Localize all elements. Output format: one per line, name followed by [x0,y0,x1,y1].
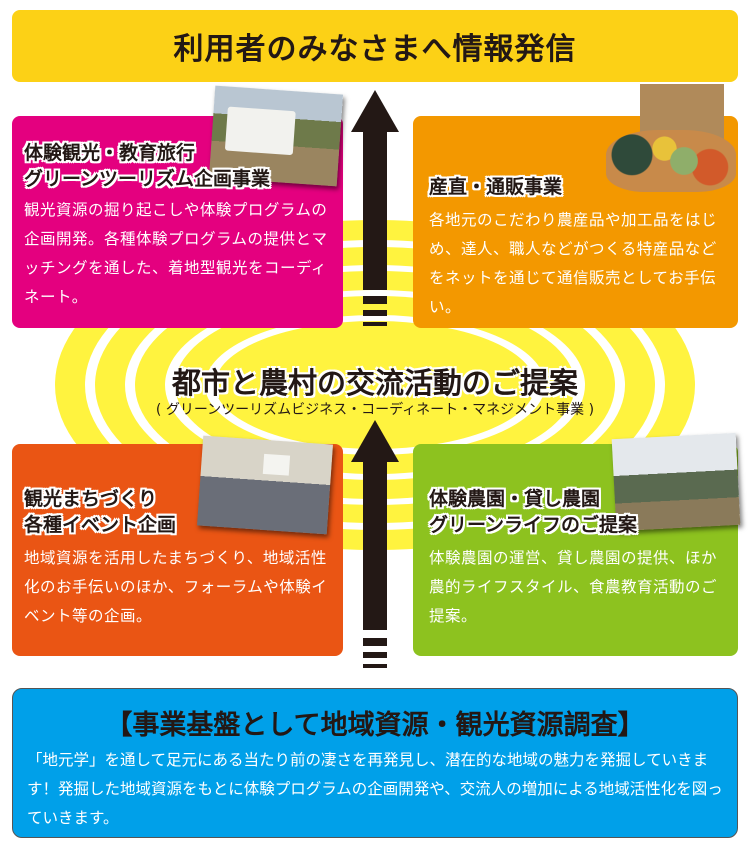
footer-research-box: 【事業基盤として地域資源・観光資源調査】 「地元学」を通して足元にある当たり前の… [12,688,738,838]
box-title: 体験観光・教育旅行 [24,142,196,164]
box-subtitle: 各種イベント企画 [24,514,177,536]
box-title: 体験農園・貸し農園 [429,488,601,510]
box-body: 観光資源の掘り起こしや体験プログラムの企画開発。各種体験プログラムの提供とマッチ… [24,201,328,306]
box-body: 地域資源を活用したまちづくり、地域活性化のお手伝いのほか、フォーラムや体験イベン… [24,549,328,625]
box-tourism-education: 体験観光・教育旅行グリーンツーリズム企画事業 観光資源の掘り起こしや体験プログラ… [12,116,343,328]
center-title: 都市と農村の交流活動のご提案 [171,366,578,400]
banner-title: 利用者のみなさまへ情報発信 [173,32,577,67]
box-subtitle: グリーンツーリズム企画事業 [24,168,271,190]
box-subtitle: グリーンライフのご提案 [429,514,638,536]
box-title: 観光まちづくり [24,488,158,510]
info-banner: 利用者のみなさまへ情報発信 [12,10,738,82]
box-body: 体験農園の運営、貸し農園の提供、ほか農的ライフスタイル、食農教育活動のご提案。 [429,549,718,625]
vegetables-photo [606,130,736,192]
box-body: 各地元のこだわり農産品や加工品をはじめ、達人、職人などがつくる特産品などをネット… [429,211,718,316]
box-farm-garden: 体験農園・貸し農園グリーンライフのご提案 体験農園の運営、貸し農園の提供、ほか農… [413,444,738,656]
box-title: 産直・通販事業 [429,176,563,198]
footer-title: 【事業基盤として地域資源・観光資源調査】 [105,710,645,741]
center-subtitle: ( グリーンツーリズムビジネス・コーディネート・マネジメント事業 ) [155,402,595,418]
footer-body: 「地元学」を通して足元にある当たり前の凄さを再発見し、潜在的な地域の魅力を発掘し… [27,751,723,827]
